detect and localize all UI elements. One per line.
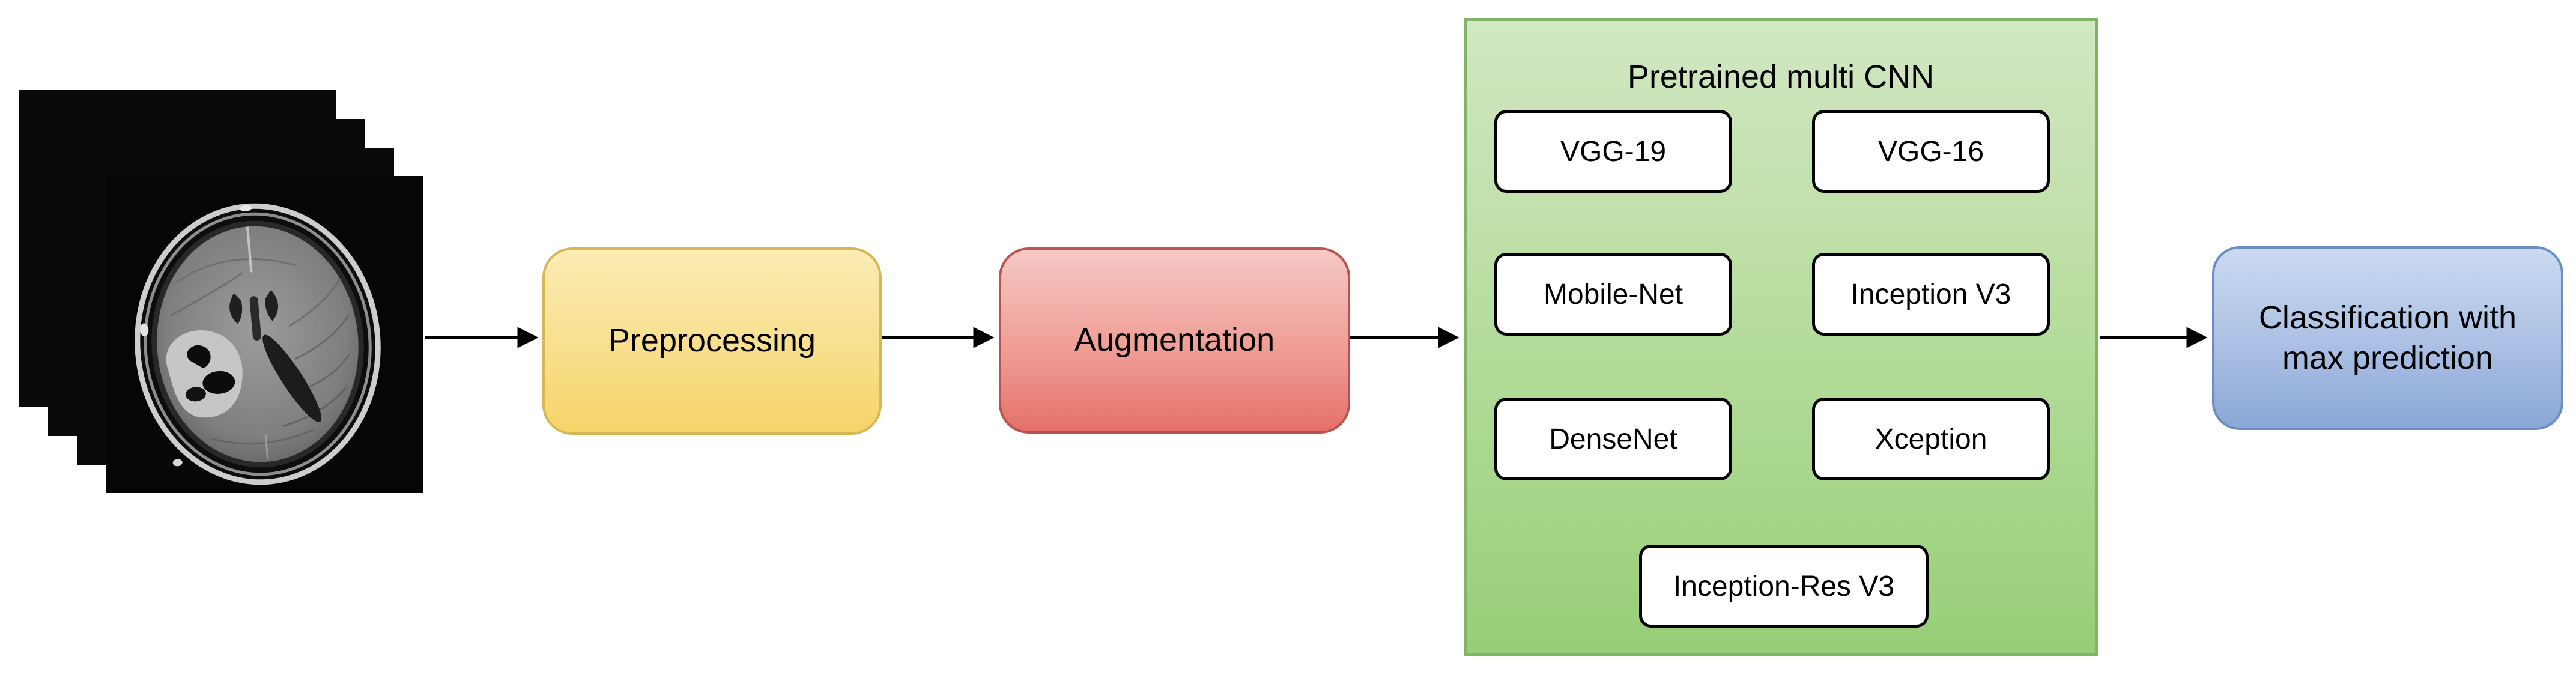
brain-mri-axial-slice xyxy=(106,176,423,493)
classification-label: Classification with max prediction xyxy=(2258,299,2517,377)
augmentation-node: Augmentation xyxy=(999,247,1350,434)
model-label: Mobile-Net xyxy=(1543,278,1683,310)
model-box-vgg16: VGG-16 xyxy=(1812,110,2050,193)
preprocessing-node: Preprocessing xyxy=(542,247,882,435)
model-label: VGG-19 xyxy=(1560,135,1667,168)
augmentation-label: Augmentation xyxy=(1074,322,1275,359)
model-box-vgg19: VGG-19 xyxy=(1494,110,1732,193)
model-box-densenet: DenseNet xyxy=(1494,398,1732,480)
pretrained-cnn-group: Pretrained multi CNN VGG-19 VGG-16 Mobil… xyxy=(1464,18,2098,656)
model-box-mobilenet: Mobile-Net xyxy=(1494,253,1732,336)
model-label: VGG-16 xyxy=(1877,135,1984,168)
model-label: Inception V3 xyxy=(1850,278,2011,310)
brain-mri-scan-stack-icon xyxy=(106,176,423,493)
preprocessing-label: Preprocessing xyxy=(608,322,816,359)
model-box-inception-v3: Inception V3 xyxy=(1812,253,2050,336)
classification-node: Classification with max prediction xyxy=(2212,246,2563,430)
model-box-inception-res-v3: Inception-Res V3 xyxy=(1639,545,1929,628)
model-box-xception: Xception xyxy=(1812,398,2050,480)
model-label: DenseNet xyxy=(1549,423,1677,455)
model-label: Xception xyxy=(1874,423,1987,455)
cnn-group-title: Pretrained multi CNN xyxy=(1627,59,1935,95)
model-label: Inception-Res V3 xyxy=(1673,570,1895,602)
